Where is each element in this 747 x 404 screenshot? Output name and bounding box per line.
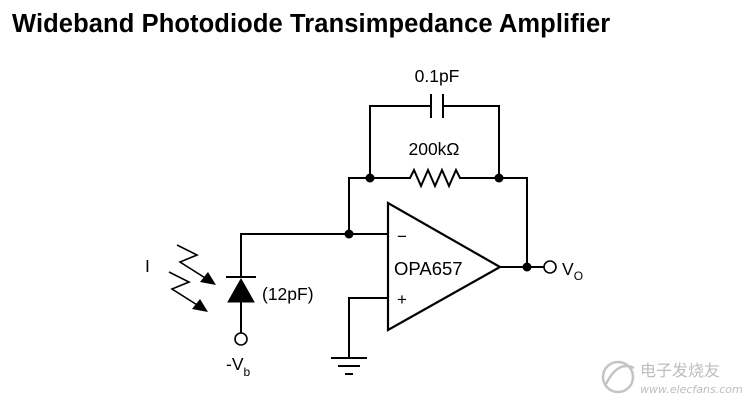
diagram-title: Wideband Photodiode Transimpedance Ampli… <box>12 10 611 38</box>
output-label-main: V <box>562 259 574 279</box>
output-terminal <box>543 260 557 274</box>
junction-dot <box>522 262 532 272</box>
capacitor-value-label: 0.1pF <box>415 66 460 86</box>
photodiode-capacitance-label: (12pF) <box>262 284 314 304</box>
watermark-cn-text: 电子发烧友 <box>640 361 720 380</box>
inverting-input-wire <box>240 233 388 276</box>
bias-label: -Vb <box>226 354 251 379</box>
light-arrow-upper <box>176 244 216 285</box>
watermark-url-text: www.elecfans.com <box>640 383 743 396</box>
current-label: I <box>145 256 150 276</box>
watermark-logo-icon <box>601 360 635 394</box>
photodiode <box>226 276 256 333</box>
output-label-sub: O <box>574 269 583 283</box>
junction-dot <box>344 229 354 239</box>
feedback-resistor <box>348 167 528 267</box>
junction-dot <box>365 173 375 183</box>
watermark: 电子发烧友 www.elecfans.com <box>601 360 743 396</box>
noninverting-input-wire <box>348 297 388 358</box>
junction-dot <box>494 173 504 183</box>
opamp-inverting-sign: − <box>397 227 407 246</box>
opamp <box>386 201 503 332</box>
opamp-noninverting-sign: + <box>397 290 407 309</box>
opamp-part-label: OPA657 <box>394 258 463 279</box>
resistor-value-label: 200kΩ <box>408 139 459 159</box>
bias-label-sub: b <box>244 365 251 379</box>
light-arrow-lower <box>168 271 208 312</box>
bias-label-main: -V <box>226 354 244 374</box>
feedback-capacitor <box>369 94 500 178</box>
output-label: VO <box>562 259 583 283</box>
ground-symbol <box>331 357 367 375</box>
bias-terminal <box>234 332 248 346</box>
